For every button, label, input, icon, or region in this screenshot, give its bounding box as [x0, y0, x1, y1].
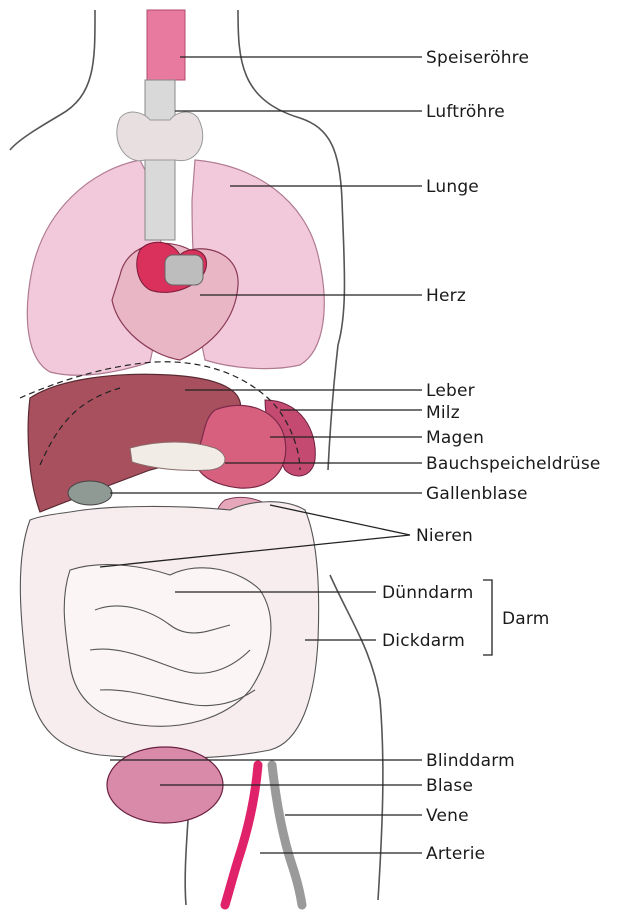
- label-leber: Leber: [426, 381, 475, 401]
- label-gallenblase: Gallenblase: [426, 484, 528, 504]
- label-nieren: Nieren: [416, 526, 473, 546]
- label-blase: Blase: [426, 776, 473, 796]
- label-darm: Darm: [502, 609, 550, 629]
- label-vene: Vene: [426, 806, 469, 826]
- vessels: [225, 765, 302, 905]
- label-arterie: Arterie: [426, 844, 485, 864]
- label-herz: Herz: [426, 286, 466, 306]
- label-blinddarm: Blinddarm: [426, 751, 515, 771]
- stomach-spleen: [196, 400, 316, 488]
- vein: [272, 765, 302, 905]
- label-milz: Milz: [426, 403, 460, 423]
- label-duenndarm: Dünndarm: [382, 583, 473, 603]
- label-luftroehre: Luftröhre: [426, 102, 505, 122]
- labels: Speiseröhre Luftröhre Lunge Herz Leber M…: [382, 48, 601, 864]
- label-dickdarm: Dickdarm: [382, 631, 465, 651]
- label-lunge: Lunge: [426, 177, 479, 197]
- intestines: [20, 502, 318, 759]
- gallbladder: [68, 481, 112, 505]
- label-speiseroehre: Speiseröhre: [426, 48, 529, 68]
- artery: [225, 765, 258, 905]
- label-magen: Magen: [426, 428, 484, 448]
- label-bauchspeicheldruese: Bauchspeicheldrüse: [426, 454, 601, 474]
- darm-bracket: [483, 580, 492, 655]
- esophagus: [147, 10, 185, 80]
